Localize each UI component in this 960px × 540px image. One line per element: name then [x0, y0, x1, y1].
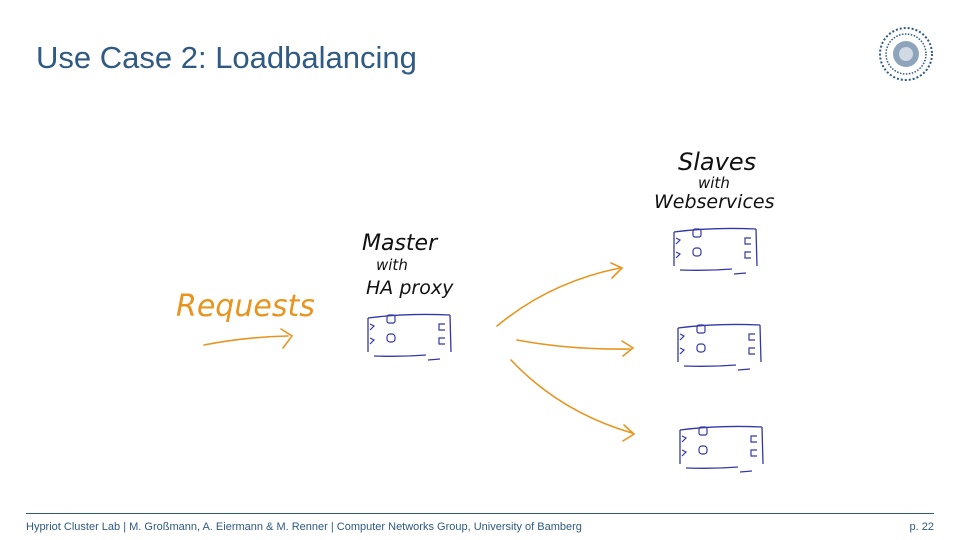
footer-text: Hypriot Cluster Lab | M. Großmann, A. Ei…	[26, 521, 582, 533]
master-server-icon	[367, 313, 452, 361]
slide-title: Use Case 2: Loadbalancing	[36, 40, 417, 75]
master-label: Master	[362, 231, 439, 256]
university-seal-icon	[879, 27, 933, 81]
slaves-label: Slaves	[678, 148, 756, 176]
page-number: p. 22	[909, 521, 934, 533]
slaves-webservices-label: Webservices	[654, 191, 775, 213]
arrow-to-slave-1	[496, 262, 624, 327]
slave-server-icon-2	[677, 323, 762, 371]
arrow-to-slave-2	[516, 339, 635, 357]
arrow-to-slave-3	[510, 359, 636, 442]
slaves-with-label: with	[698, 174, 730, 192]
request-arrow	[203, 328, 294, 349]
footer-divider	[26, 513, 934, 514]
slave-server-icon-3	[679, 425, 764, 473]
master-with-label: with	[376, 256, 408, 274]
slave-server-icon-1	[673, 227, 758, 275]
requests-label: Requests	[176, 289, 315, 324]
master-haproxy-label: HA proxy	[366, 277, 454, 299]
